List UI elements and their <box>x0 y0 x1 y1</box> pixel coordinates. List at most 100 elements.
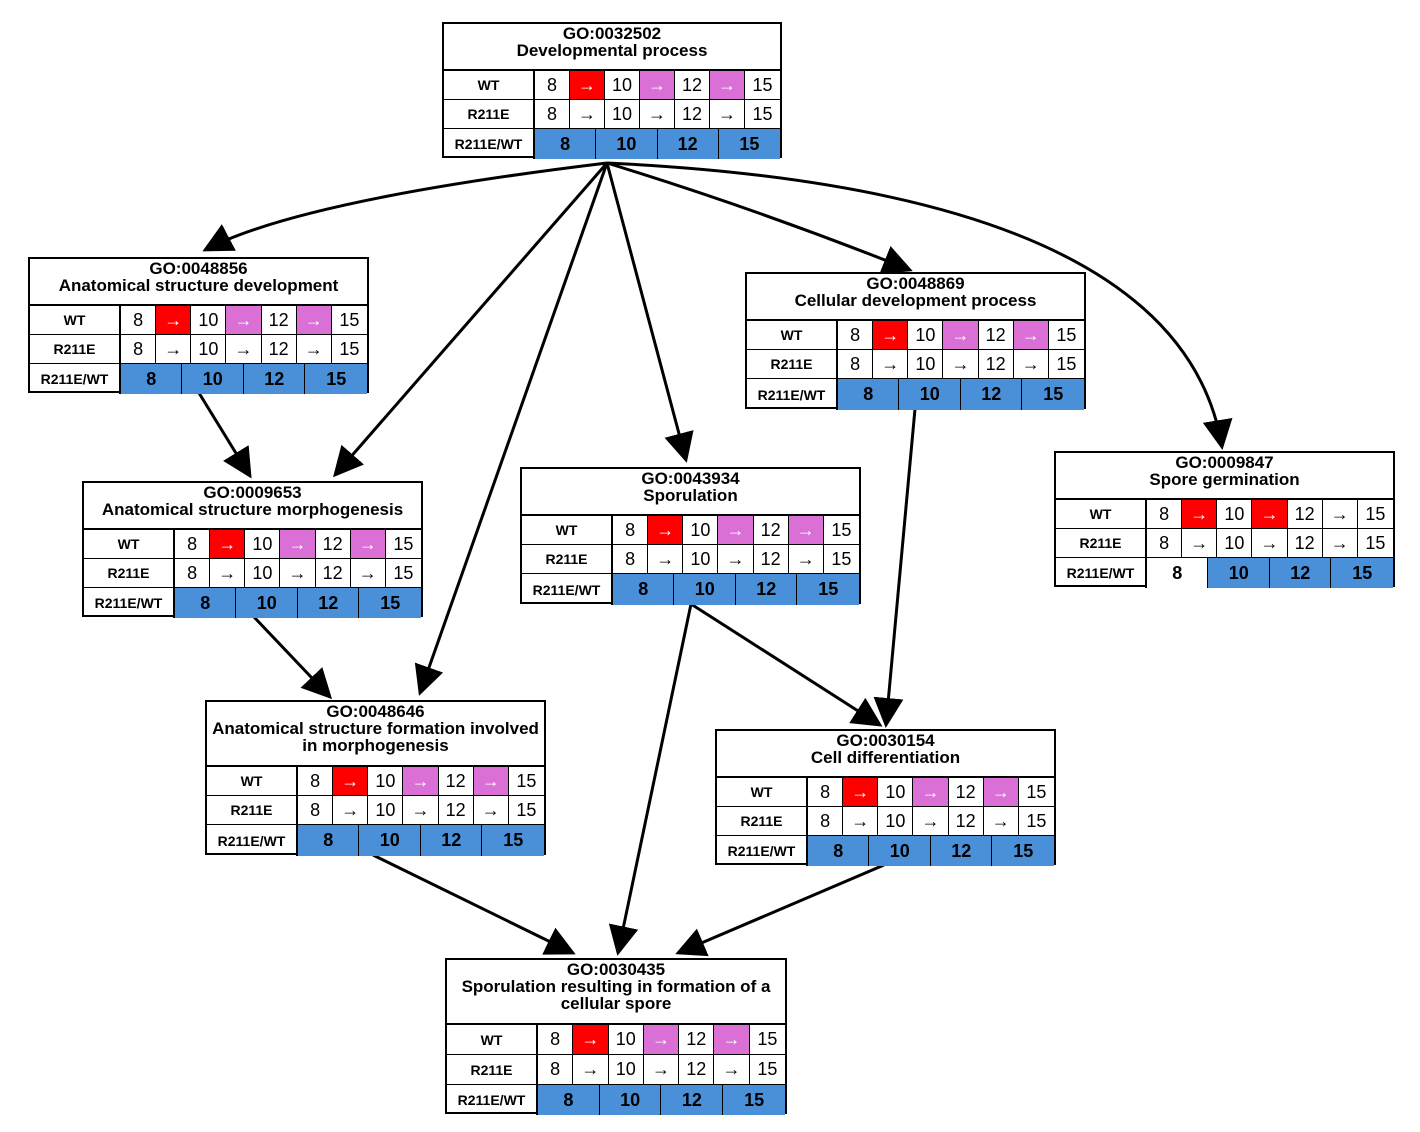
ratio-timepoint-cell: 8 <box>613 574 675 605</box>
r211e-transition-arrow: → <box>648 545 684 574</box>
edge-n32502-to-n09847 <box>606 161 1233 450</box>
go-term-name: Sporulation resulting in formation of a … <box>461 977 771 1013</box>
wt-transition-arrow: → <box>718 516 754 545</box>
wt-transition-arrow: → <box>156 306 192 335</box>
ratio-timepoint-cell: 12 <box>657 129 719 159</box>
r211e-transition-arrow: → <box>210 559 246 588</box>
go-term-name: Cell differentiation <box>810 748 961 767</box>
r211e-timepoint-cell: 10 <box>878 807 914 836</box>
wt-timepoint-cell: 8 <box>1147 500 1183 529</box>
wt-timepoint-cell: 12 <box>315 530 351 559</box>
wt-transition-arrow: → <box>710 71 745 100</box>
r211e-timepoint-cell: 15 <box>745 100 780 129</box>
go-term-name: Spore germination <box>1149 470 1300 489</box>
ratio-timepoint-cell: 8 <box>298 825 360 856</box>
wt-timepoint-cell: 8 <box>838 321 874 350</box>
wt-timepoint-cell: 12 <box>438 767 474 796</box>
r211e-transition-arrow: → <box>873 350 909 379</box>
wt-transition-arrow: → <box>573 1025 609 1055</box>
r211e-transition-arrow: → <box>710 100 745 129</box>
row-label-ratio: R211E/WT <box>444 129 535 159</box>
r211e-transition-arrow: → <box>1252 529 1288 558</box>
r211e-timepoint-cell: 15 <box>823 545 859 574</box>
r211e-timepoint-cell: 10 <box>1217 529 1253 558</box>
row-label-r211e: R211E <box>717 807 808 836</box>
wt-transition-arrow: → <box>648 516 684 545</box>
r211e-timepoint-cell: 12 <box>679 1055 715 1085</box>
go-term-name: Anatomical structure formation involved … <box>212 719 539 755</box>
wt-transition-arrow: → <box>1182 500 1218 529</box>
wt-timepoint-cell: 15 <box>331 306 367 335</box>
row-label-wt: WT <box>444 71 535 100</box>
ratio-timepoint-cell: 15 <box>482 825 544 856</box>
wt-timepoint-cell: 15 <box>745 71 780 100</box>
r211e-timepoint-cell: 8 <box>613 545 649 574</box>
r211e-transition-arrow: → <box>1322 529 1358 558</box>
wt-transition-arrow: → <box>210 530 246 559</box>
row-label-ratio: R211E/WT <box>447 1085 538 1115</box>
wt-timepoint-cell: 15 <box>1018 778 1054 807</box>
ratio-timepoint-cell: 10 <box>359 825 421 856</box>
r211e-timepoint-cell: 8 <box>298 796 334 825</box>
wt-transition-arrow: → <box>226 306 262 335</box>
ratio-timepoint-cell: 8 <box>808 836 870 866</box>
ratio-timepoint-cell: 10 <box>899 379 961 410</box>
r211e-transition-arrow: → <box>350 559 386 588</box>
wt-timepoint-cell: 10 <box>368 767 404 796</box>
wt-timepoint-cell: 12 <box>679 1025 715 1055</box>
r211e-timepoint-cell: 12 <box>948 807 984 836</box>
ratio-timepoint-cell: 12 <box>243 364 306 394</box>
edge-n48646-to-n30435 <box>372 853 576 955</box>
ratio-timepoint-cell: 8 <box>838 379 900 410</box>
wt-timepoint-cell: 12 <box>261 306 297 335</box>
wt-transition-arrow: → <box>1013 321 1049 350</box>
r211e-transition-arrow: → <box>1182 529 1218 558</box>
wt-transition-arrow: → <box>843 778 879 807</box>
go-term-name: Sporulation <box>643 486 738 505</box>
r211e-transition-arrow: → <box>640 100 675 129</box>
r211e-timepoint-cell: 8 <box>175 559 211 588</box>
r211e-transition-arrow: → <box>913 807 949 836</box>
r211e-timepoint-cell: 12 <box>675 100 710 129</box>
wt-timepoint-cell: 15 <box>1357 500 1393 529</box>
row-label-r211e: R211E <box>1056 529 1147 558</box>
row-label-r211e: R211E <box>522 545 613 574</box>
row-label-wt: WT <box>207 767 298 796</box>
edge-n32502-to-n43934 <box>605 162 694 463</box>
r211e-transition-arrow: → <box>643 1055 680 1085</box>
wt-timepoint-cell: 10 <box>1217 500 1253 529</box>
wt-transition-arrow: → <box>873 321 909 350</box>
go-id: GO:0009847 <box>1175 453 1274 472</box>
go-term-name: Developmental process <box>516 41 708 60</box>
row-label-r211e: R211E <box>30 335 121 364</box>
r211e-transition-arrow: → <box>403 796 439 825</box>
row-label-wt: WT <box>1056 500 1147 529</box>
r211e-timepoint-cell: 15 <box>385 559 421 588</box>
row-label-wt: WT <box>522 516 613 545</box>
ratio-timepoint-cell: 10 <box>1208 558 1270 588</box>
edge-n32502-to-n48856 <box>202 161 608 252</box>
ratio-timepoint-cell: 8 <box>121 364 183 394</box>
row-label-r211e: R211E <box>444 100 535 129</box>
wt-timepoint-cell: 10 <box>908 321 944 350</box>
ratio-timepoint-cell: 12 <box>1269 558 1332 588</box>
edge-n43934-to-n30154 <box>690 602 883 727</box>
r211e-transition-arrow: → <box>788 545 824 574</box>
